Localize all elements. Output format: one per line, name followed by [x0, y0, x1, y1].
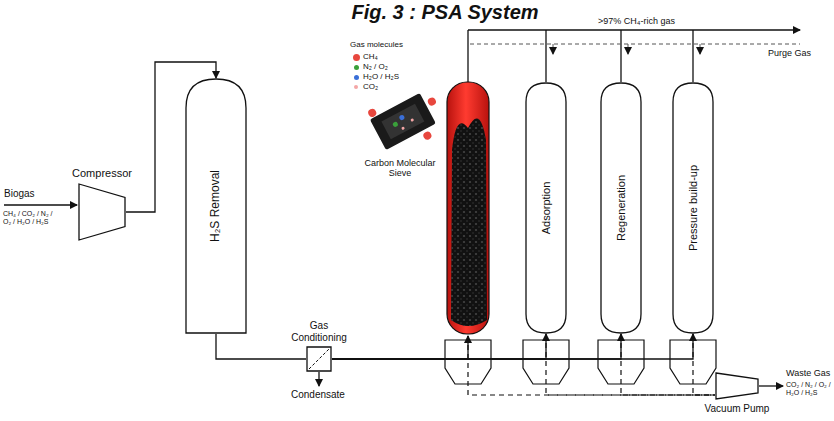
node-label: Adsorption	[540, 182, 553, 235]
connector	[693, 334, 715, 395]
outline-path	[186, 79, 246, 333]
node-outline	[306, 346, 332, 372]
legend-text: CH₄	[363, 52, 378, 61]
stream-name: Purge Gas	[768, 48, 830, 58]
outline-path	[673, 83, 713, 333]
vacuum-pump-symbol: Vacuum Pump	[715, 372, 759, 400]
legend-text: CO₂	[363, 82, 378, 91]
feed-header	[332, 336, 468, 359]
callout-label: Carbon Molecular Sieve	[360, 158, 440, 179]
stream-name: Biogas	[4, 188, 64, 200]
gas-composition: CH₄ / CO₂ / N₂ / O₂ / H₂O / H₂S	[3, 210, 61, 226]
connector	[332, 334, 546, 359]
connector	[546, 334, 715, 395]
product-line	[468, 30, 800, 82]
node-label: Vacuum Pump	[705, 403, 770, 415]
sieve-callout	[365, 80, 450, 160]
pressure-buildup-column: Pressure build-up	[672, 82, 714, 334]
product-label: >97% CH₄-rich gas	[598, 16, 748, 26]
process-arrows	[4, 205, 783, 386]
purge-line	[470, 44, 800, 45]
connector	[332, 334, 693, 359]
stream-name: Waste Gas	[786, 368, 832, 378]
node-label: Regeneration	[615, 175, 628, 241]
purge-arrows	[553, 44, 700, 54]
legend-swatch	[354, 65, 359, 70]
node-label: H₂S Removal	[209, 170, 223, 242]
legend-swatch	[354, 75, 359, 80]
outline-path	[716, 373, 758, 399]
gas-composition: CO₂ / N₂ / O₂ / H₂O / H₂S	[786, 381, 832, 397]
figure-title: Fig. 3 : PSA System	[330, 1, 560, 24]
legend-swatch	[354, 85, 358, 89]
carbon-sieve	[451, 118, 487, 326]
connector	[621, 334, 715, 395]
outline-path	[526, 83, 566, 333]
node-label: Gas Conditioning	[288, 320, 350, 343]
regeneration-column: Regeneration	[600, 82, 642, 334]
vacuum-header	[468, 336, 715, 395]
node-label: Compressor	[72, 167, 132, 180]
outline-path	[79, 184, 125, 240]
h2s-removal-vessel: H₂S Removal	[185, 78, 247, 334]
gas-conditioning-filter: Gas Conditioning	[306, 346, 332, 372]
valve-blocks	[445, 340, 716, 384]
legend-text: H₂O / H₂S	[363, 72, 399, 81]
legend-swatch	[353, 54, 360, 61]
connector	[332, 334, 621, 359]
node-outline	[78, 183, 126, 241]
outline-path	[307, 347, 331, 371]
outline-path	[601, 83, 641, 333]
active-column	[447, 82, 489, 334]
stream-name: Condensate	[291, 389, 361, 401]
node-outline	[715, 372, 759, 400]
legend-text: N₂ / O₂	[363, 62, 388, 71]
adsorption-column: Adsorption	[525, 82, 567, 334]
node-label: Pressure build-up	[687, 165, 700, 251]
filter-membrane	[309, 349, 329, 369]
legend-heading: Gas molecules	[350, 40, 442, 49]
sieve-grain	[451, 118, 487, 326]
compressor-symbol: Compressor	[78, 183, 126, 241]
